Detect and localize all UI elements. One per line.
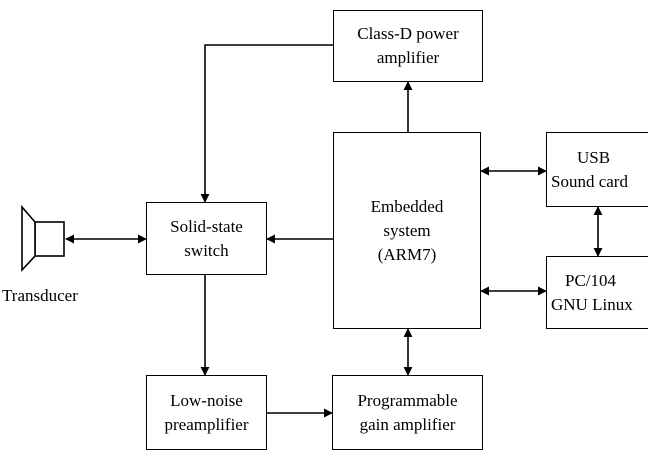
arrow-classd-to-switch	[200, 44, 333, 203]
block-label: USB	[577, 147, 611, 167]
class-d-amplifier-block: Class-D power amplifier	[333, 10, 483, 82]
block-label: Embedded	[370, 196, 444, 216]
transducer-icon	[21, 204, 65, 273]
block-label: PC/104	[565, 270, 617, 290]
block-label: preamplifier	[164, 414, 249, 434]
block-label: Sound card	[551, 171, 628, 191]
usb-sound-card-block: USB Sound card	[546, 132, 648, 207]
block-label: system	[383, 220, 431, 240]
block-label: amplifier	[376, 48, 440, 67]
block-label: Low-noise	[170, 390, 243, 410]
block-label: Programmable	[357, 390, 458, 410]
embedded-system-block: Embedded system (ARM7)	[333, 132, 481, 329]
block-label: Class-D power	[357, 24, 459, 43]
programmable-gain-amplifier-block: Programmable gain amplifier	[332, 375, 483, 450]
solid-state-switch-block: Solid-state switch	[146, 202, 267, 275]
low-noise-preamplifier-block: Low-noise preamplifier	[146, 375, 267, 450]
block-label: gain amplifier	[359, 414, 456, 434]
transducer-label: Transducer	[2, 286, 78, 305]
block-label: GNU Linux	[551, 294, 633, 314]
pc104-linux-block: PC/104 GNU Linux	[546, 256, 648, 329]
block-label: switch	[184, 240, 229, 260]
block-label: Solid-state	[170, 216, 243, 236]
block-label: (ARM7)	[377, 244, 437, 264]
